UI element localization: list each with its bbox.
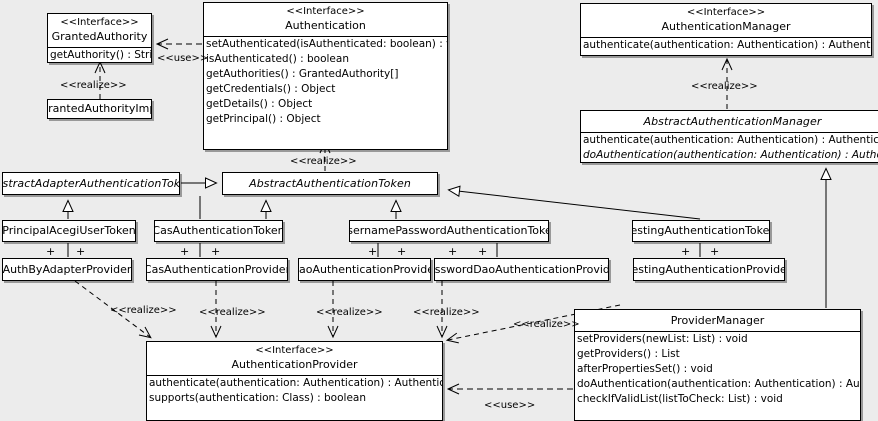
operation: checkIfValidList(listToCheck: List) : vo…	[577, 393, 783, 405]
class-box-granted-authority-impl[interactable]: GrantedAuthorityImpl	[47, 99, 152, 119]
operation: authenticate(authentication: Authenticat…	[583, 134, 878, 146]
operation: authenticate(authentication: Authenticat…	[149, 377, 443, 389]
class-name: PasswordDaoAuthenticationProvider	[434, 262, 608, 276]
class-header: <<Interface>> AuthenticationManager	[581, 4, 871, 37]
edge-label-realize-daoauthenticationprovider: <<realize>>	[316, 307, 383, 318]
operation: supports(authentication: Class) : boolea…	[149, 392, 366, 404]
class-header: <<Interface>> Authentication	[204, 3, 447, 36]
class-name: AuthByAdapterProvider	[2, 262, 132, 276]
operation: authenticate(authentication: Authenticat…	[583, 39, 871, 51]
operations-compartment: getAuthority() : String	[48, 48, 152, 62]
class-name: AuthenticationProvider	[231, 358, 358, 371]
class-name: AuthenticationManager	[661, 20, 791, 33]
compartment-divider	[147, 375, 442, 376]
class-name: GrantedAuthority	[51, 30, 148, 43]
class-box-abstract-adapter-authentication-token[interactable]: AbstractAdapterAuthenticationToken	[2, 172, 180, 195]
operations-compartment: authenticate(authentication: Authenticat…	[581, 133, 878, 162]
operations-compartment: setProviders(newList: List) : void getPr…	[575, 332, 860, 407]
multiplicity-principal-acegi-left: +	[46, 245, 56, 258]
stereotype-label: <<Interface>>	[60, 17, 139, 28]
compartment-divider	[204, 36, 447, 37]
class-name: GrantedAuthorityImpl	[48, 102, 151, 115]
operations-compartment: authenticate(authentication: Authenticat…	[147, 376, 442, 406]
operation: isAuthenticated() : boolean	[206, 53, 349, 65]
compartment-divider	[581, 37, 871, 38]
class-name: UsernamePasswordAuthenticationToken	[349, 224, 549, 237]
class-box-auth-by-adapter-provider[interactable]: AuthByAdapterProvider	[2, 258, 132, 281]
multiplicity-upat-1: +	[368, 245, 378, 258]
operation: afterPropertiesSet() : void	[577, 363, 713, 375]
class-box-cas-authentication-token[interactable]: CasAuthenticationToken	[154, 220, 283, 242]
operation: setProviders(newList: List) : void	[577, 333, 748, 345]
edge-label-realize-abstractauthenticationmanager: <<realize>>	[691, 81, 758, 92]
class-box-testing-authentication-provider[interactable]: TestingAuthenticationProvider	[633, 258, 785, 281]
compartment-divider	[581, 132, 878, 133]
operation: getAuthority() : String	[50, 49, 152, 61]
stereotype-label: <<Interface>>	[686, 7, 766, 18]
class-box-abstract-authentication-manager[interactable]: AbstractAuthenticationManager authentica…	[580, 110, 878, 163]
class-name: TestingAuthenticationProvider	[633, 262, 785, 276]
class-header: ProviderManager	[575, 310, 860, 331]
class-box-cas-authentication-provider[interactable]: CasAuthenticationProvider	[146, 258, 288, 281]
class-box-dao-authentication-provider[interactable]: DaoAuthenticationProvider	[298, 258, 431, 281]
class-name: AbstractAuthenticationToken	[249, 176, 411, 190]
multiplicity-cas-right: +	[211, 245, 221, 258]
edge-label-realize-casauthenticationprovider: <<realize>>	[199, 307, 266, 318]
operation: getPrincipal() : Object	[206, 113, 321, 125]
operations-compartment: setAuthenticated(isAuthenticated: boolea…	[204, 37, 447, 127]
class-name: ProviderManager	[670, 314, 765, 327]
class-box-authentication[interactable]: <<Interface>> Authentication setAuthenti…	[203, 2, 448, 150]
class-box-authentication-manager[interactable]: <<Interface>> AuthenticationManager auth…	[580, 3, 872, 56]
operation: getCredentials() : Object	[206, 83, 336, 95]
class-header: AbstractAuthenticationManager	[581, 111, 878, 132]
operation: getDetails() : Object	[206, 98, 313, 110]
operations-compartment: authenticate(authentication: Authenticat…	[581, 38, 871, 53]
stereotype-label: <<Interface>>	[255, 345, 334, 356]
class-box-abstract-authentication-token[interactable]: AbstractAuthenticationToken	[222, 172, 438, 195]
edge-label-use-providermanager-authenticationprovider: <<use>>	[484, 400, 536, 411]
class-name: Authentication	[285, 19, 366, 32]
class-name: AbstractAuthenticationManager	[643, 115, 822, 128]
edge-label-realize-passworddaoauthenticationprovider: <<realize>>	[413, 307, 480, 318]
operation: doAuthentication(authentication: Authent…	[577, 378, 860, 390]
edge-label-realize-grantedauthorityimpl: <<realize>>	[60, 80, 127, 91]
multiplicity-upat-3: +	[448, 245, 458, 258]
class-box-authentication-provider[interactable]: <<Interface>> AuthenticationProvider aut…	[146, 341, 443, 421]
class-box-username-password-authentication-token[interactable]: UsernamePasswordAuthenticationToken	[349, 220, 549, 242]
multiplicity-principal-acegi-right: +	[76, 245, 86, 258]
multiplicity-upat-4: +	[478, 245, 488, 258]
operation: setAuthenticated(isAuthenticated: boolea…	[206, 38, 448, 50]
edge-label-realize-abstractauthenticationtoken: <<realize>>	[290, 156, 357, 167]
multiplicity-upat-2: +	[397, 245, 407, 258]
class-box-provider-manager[interactable]: ProviderManager setProviders(newList: Li…	[574, 309, 861, 421]
class-name: PrincipalAcegiUserToken	[2, 224, 136, 237]
compartment-divider	[575, 331, 860, 332]
class-name: CasAuthenticationProvider	[146, 262, 288, 276]
class-name: TestingAuthenticationToken	[632, 224, 770, 237]
edge-label-realize-authbyadapterprovider: <<realize>>	[110, 305, 177, 316]
class-header: <<Interface>> AuthenticationProvider	[147, 342, 442, 375]
class-name: CasAuthenticationToken	[154, 224, 283, 237]
edge-label-realize-providermanager: <<realize>>	[513, 319, 580, 330]
multiplicity-testing-right: +	[710, 245, 720, 258]
stereotype-label: <<Interface>>	[286, 6, 365, 17]
class-box-granted-authority[interactable]: <<Interface>> GrantedAuthority getAuthor…	[47, 13, 152, 63]
compartment-divider	[48, 47, 151, 48]
class-box-testing-authentication-token[interactable]: TestingAuthenticationToken	[632, 220, 770, 242]
multiplicity-cas-left: +	[180, 245, 190, 258]
operation: doAuthentication(authentication: Authent…	[583, 149, 878, 161]
edge-label-use-authentication-grantedauthority: <<use>>	[157, 53, 209, 64]
class-box-password-dao-authentication-provider[interactable]: PasswordDaoAuthenticationProvider	[434, 258, 609, 281]
class-name: DaoAuthenticationProvider	[298, 262, 430, 276]
class-box-principal-acegi-user-token[interactable]: PrincipalAcegiUserToken	[2, 220, 136, 242]
class-header: <<Interface>> GrantedAuthority	[48, 14, 151, 47]
class-name: AbstractAdapterAuthenticationToken	[2, 176, 180, 190]
operation: getAuthorities() : GrantedAuthority[]	[206, 68, 399, 80]
multiplicity-testing-left: +	[681, 245, 691, 258]
operation: getProviders() : List	[577, 348, 680, 360]
